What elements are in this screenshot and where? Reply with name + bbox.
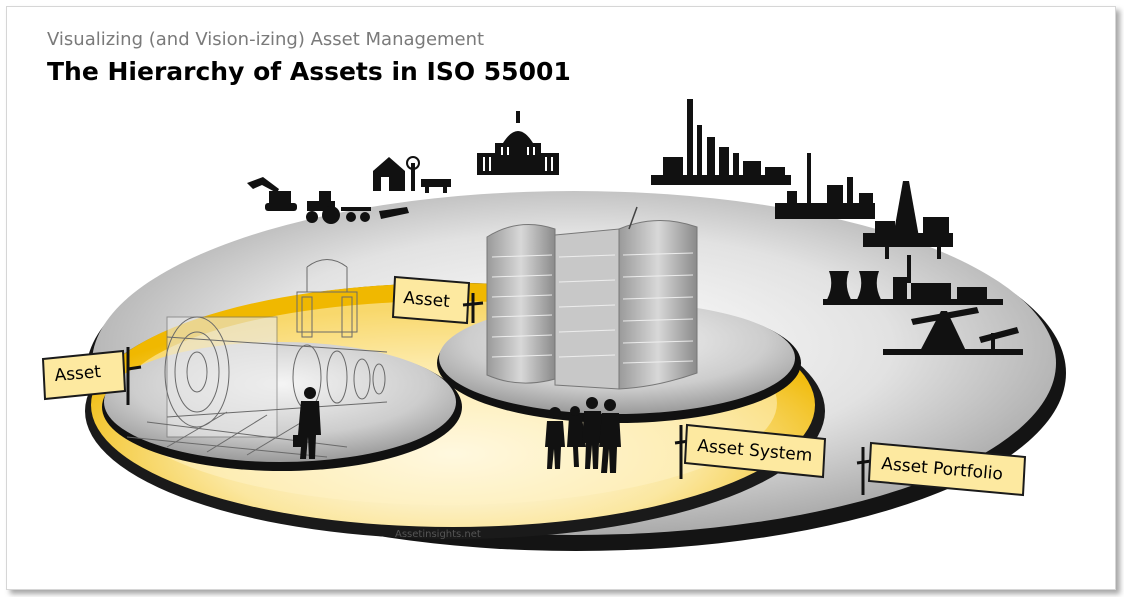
excavator-icon [247,177,297,211]
sign-asset-center-label: Asset [403,288,451,312]
office-building-icon [486,206,698,390]
diagram-frame: Asset Asset Asset System Asset Portfolio… [6,6,1116,590]
people-silhouette-icon [545,397,621,473]
tractor-icon [306,191,409,224]
hierarchy-scene: Asset Asset Asset System Asset Portfolio… [41,99,1066,551]
sign-asset-center: Asset [391,275,484,325]
page-title: The Hierarchy of Assets in ISO 55001 [47,57,571,86]
capitol-building-icon [477,111,559,175]
pumpjack-icon [883,307,1023,355]
power-plant-icon [823,255,1003,305]
oil-rig-icon [863,181,953,259]
refinery-icon [651,99,791,185]
page-subtitle: Visualizing (and Vision-izing) Asset Man… [47,29,485,50]
sign-asset-system: Asset System [674,423,827,479]
sign-asset-left-label: Asset [54,362,102,386]
left-asset-disc [104,342,456,462]
sign-asset-left: Asset [41,347,142,405]
sign-asset-portfolio: Asset Portfolio [856,441,1027,497]
credit-text: Assetinsights.net [395,529,481,540]
person-silhouette-icon [293,387,321,459]
factory-icon [775,153,875,219]
farm-barn-icon [373,156,451,193]
